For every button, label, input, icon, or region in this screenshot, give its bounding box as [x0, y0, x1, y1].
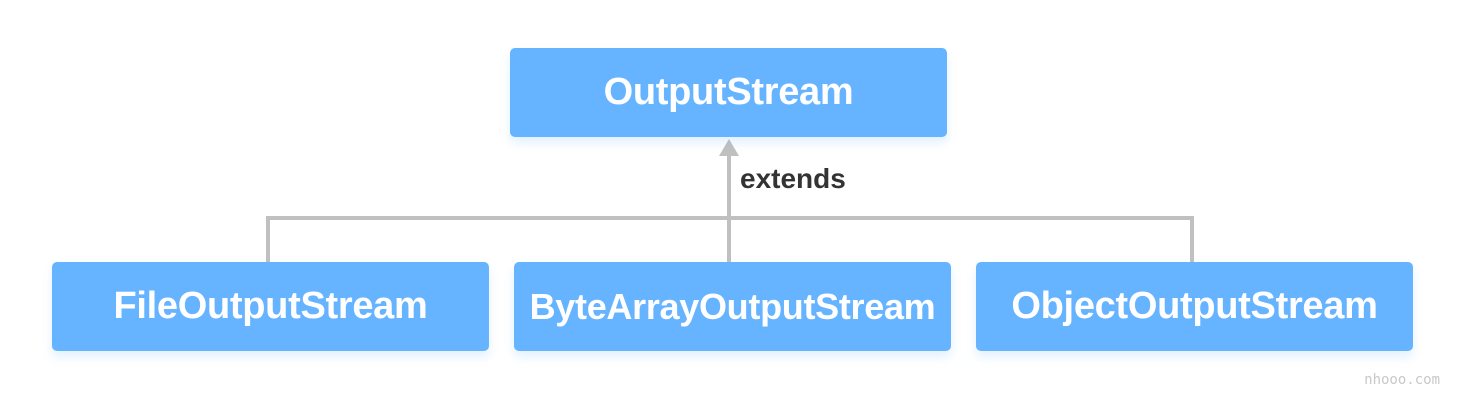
parent-class-label: OutputStream	[603, 71, 854, 113]
child-class-node-file: FileOutputStream	[52, 262, 489, 351]
child-class-node-object: ObjectOutputStream	[976, 262, 1413, 351]
arrowhead-icon	[719, 139, 739, 156]
child-class-label: FileOutputStream	[113, 285, 428, 327]
child-class-node-bytearray: ByteArrayOutputStream	[514, 262, 951, 351]
child-class-label: ByteArrayOutputStream	[529, 285, 936, 327]
parent-class-node: OutputStream	[510, 48, 947, 137]
child-class-label: ObjectOutputStream	[1011, 285, 1378, 327]
watermark: nhooo.com	[1364, 372, 1440, 388]
relation-label: extends	[740, 163, 846, 194]
